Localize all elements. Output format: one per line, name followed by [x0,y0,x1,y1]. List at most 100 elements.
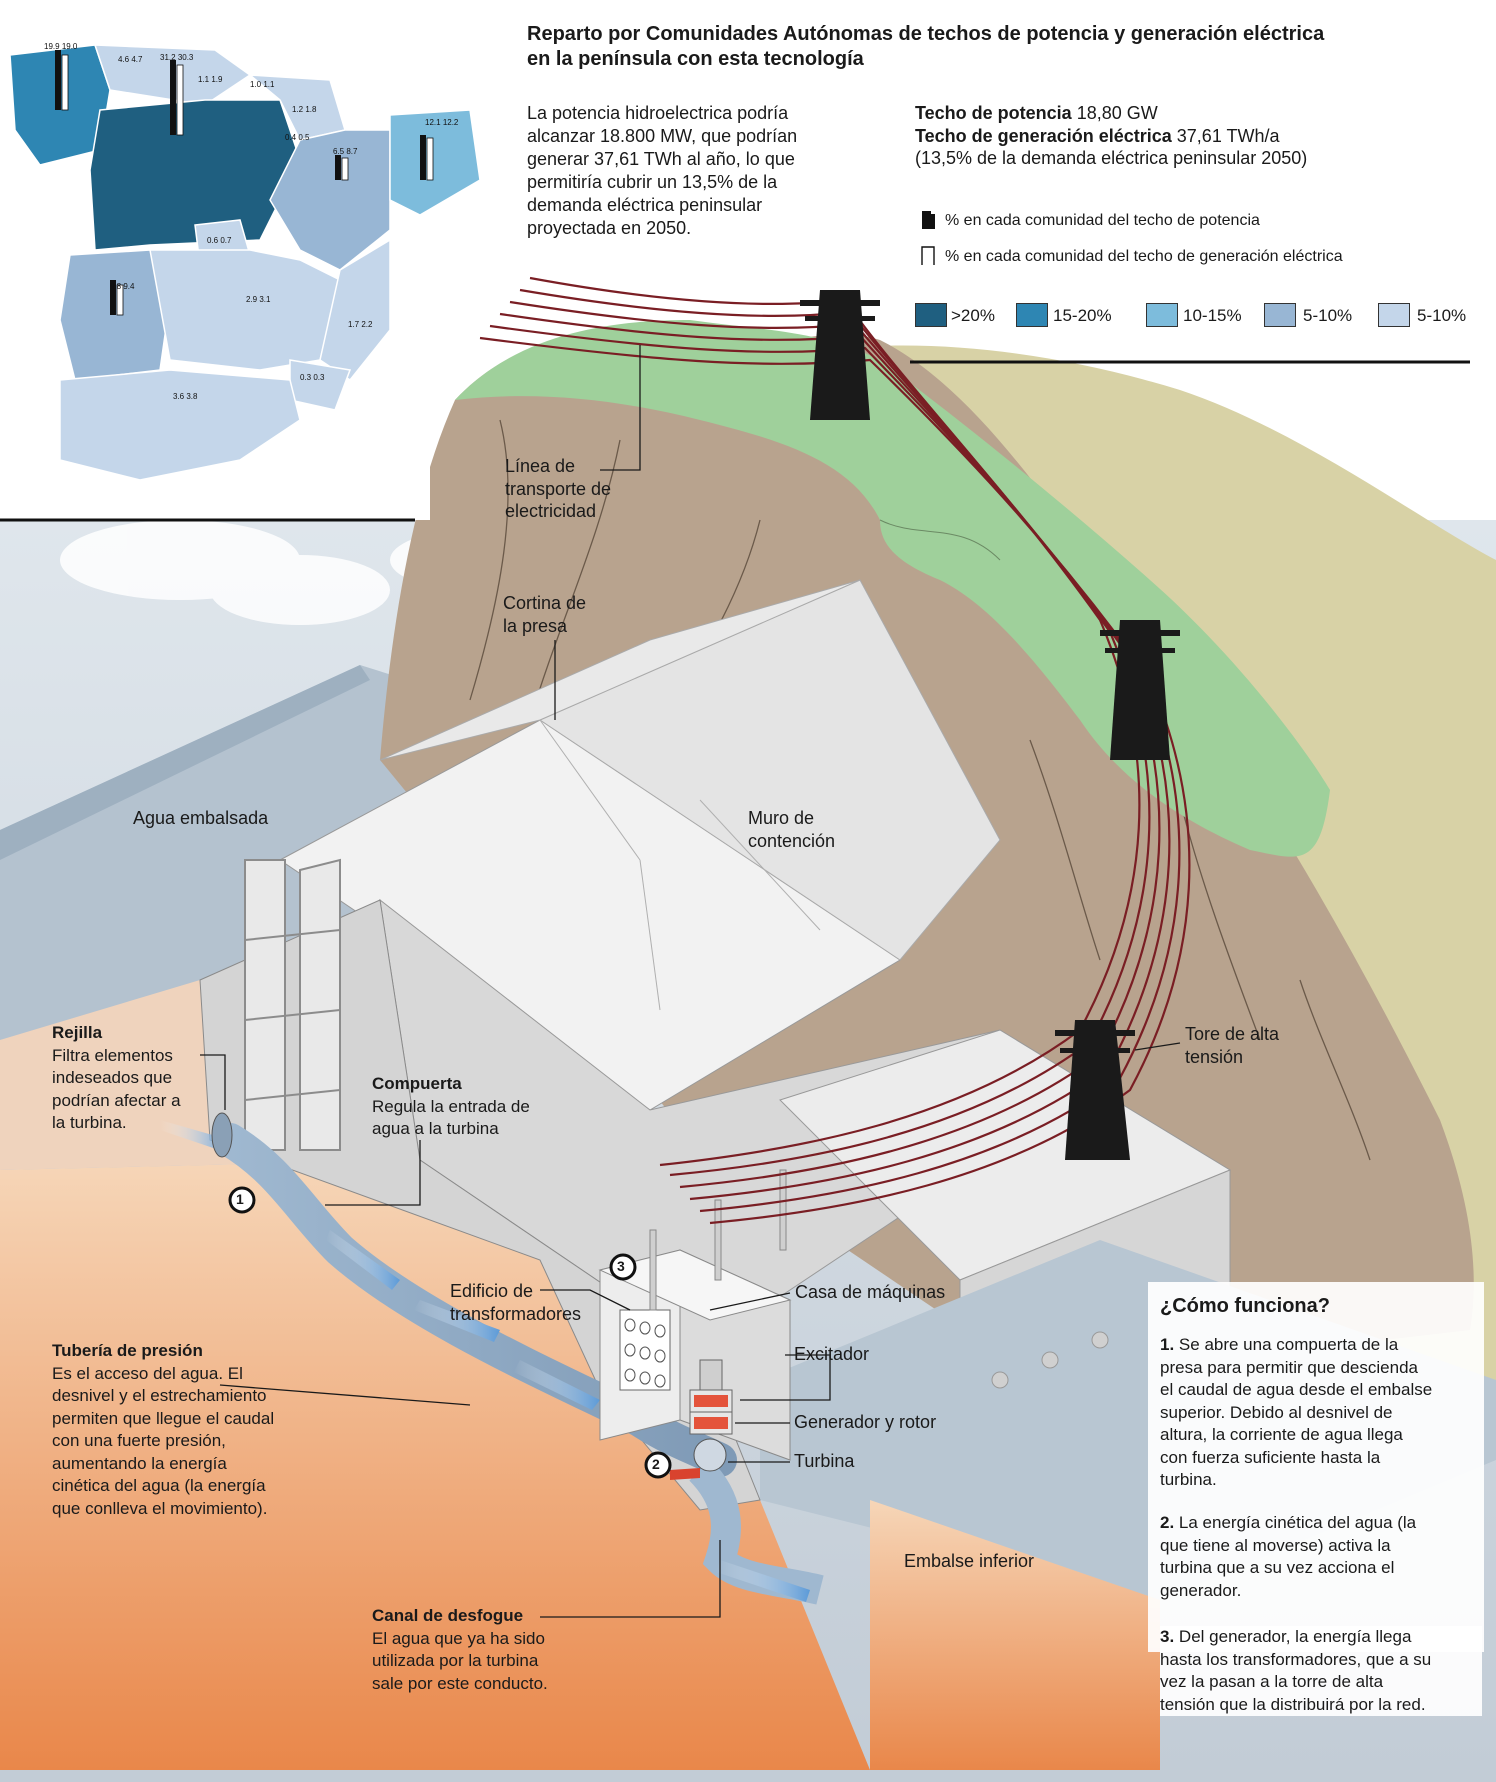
map-value: 4.6 4.7 [118,55,143,64]
swatch-5-10-b-label: 5-10% [1417,306,1467,325]
map-value: 0.6 0.7 [207,236,232,245]
block-compuerta: Compuerta Regula la entrada de agua a la… [372,1073,572,1141]
block-canal: Canal de desfogue El agua que ya ha sido… [372,1605,592,1695]
ground-right [870,1500,1160,1770]
how-it-works-panel: ¿Cómo funciona? 1. Se abre una compuerta… [1148,1282,1484,1652]
map-value: 12.1 12.2 [425,118,459,127]
how-step-2: 2. La energía cinética del agua (la que … [1160,1512,1482,1602]
swatch-gt20 [915,303,947,327]
block-line: cinética del agua (la energía [52,1476,266,1495]
step-line: generador. [1160,1580,1242,1600]
step-line: que tiene al moverse) activa la [1160,1535,1391,1555]
label-agua-embalsada: Agua embalsada [133,808,269,828]
region-valencia [319,238,391,382]
dam-upper [379,579,861,761]
map-value: 0.3 0.3 [300,373,325,382]
map-value: 1.7 2.2 [348,320,373,329]
poles [649,1169,787,1311]
block-line: Filtra elementos [52,1045,173,1065]
legend-potencia-icon [922,211,935,229]
label-edificio: Edificio de transformadores [450,1280,581,1325]
step-number: 3. [1160,1627,1175,1646]
label-cortina: Cortina de la presa [503,592,586,637]
block-line: agua a la turbina [372,1119,499,1138]
grass-ridge [455,320,1330,857]
label-embalse-inferior: Embalse inferior [904,1551,1035,1571]
step-line: superior. Debido al desnivel de [1160,1402,1393,1422]
label-linea-transporte: Línea de transporte de electricidad [505,455,611,523]
page-title: Reparto por Comunidades Autónomas de tec… [527,22,1347,72]
powerhouse [598,1249,792,1480]
intro-line: proyectada en 2050. [527,218,692,238]
map-value: 1.1 1.9 [198,75,223,84]
clouds [60,335,1450,625]
block-tuberia-title: Tubería de presión [52,1341,203,1360]
title-line-1: Reparto por Comunidades Autónomas de tec… [527,23,1325,45]
block-canal-title: Canal de desfogue [372,1606,524,1625]
stat-generacion-value: 37,61 TWh/a [1176,125,1280,146]
step-line: turbina que a su vez acciona el [1160,1558,1395,1577]
label-generador: Generador y rotor [794,1412,937,1432]
marker-1-label: 1 [236,1191,244,1207]
block-tuberia: Tubería de presión Es el acceso del agua… [52,1340,322,1520]
label-line: la presa [503,615,568,636]
step-line: 1. Se abre una compuerta de la [1160,1334,1482,1357]
legend-generacion-icon [921,246,935,265]
stat-potencia-label: Techo de potencia [915,103,1072,123]
block-line: indeseados que [52,1068,173,1087]
block-line: utilizada por la turbina [372,1651,539,1670]
region-aragon [269,129,391,271]
step-line: vez la pasan a la torre de alta [1160,1672,1384,1691]
block-line: desnivel y el estrechamiento [52,1386,267,1405]
region-castilla-leon [89,99,301,251]
legend-generacion-label: % en cada comunidad del techo de generac… [945,248,1343,265]
swatch-15-20 [1016,303,1048,327]
step-line: turbina. [1160,1470,1217,1489]
swatch-gt20-label: >20% [951,306,995,325]
label-excitador: Excitador [794,1344,870,1364]
label-casa-maquinas: Casa de máquinas [795,1282,946,1302]
label-line: Línea de [505,456,576,476]
block-line: con una fuerte presión, [52,1431,226,1450]
stat-generacion: Techo de generación eléctrica 37,61 TWh/… [915,125,1455,148]
step-number: 1. [1160,1335,1175,1354]
step-number: 2. [1160,1513,1175,1532]
block-line: aumentando la energía [52,1453,227,1473]
legend-potencia-label: % en cada comunidad del techo de potenci… [945,212,1260,229]
intro-text: La potencia hidroelectrica podría alcanz… [527,102,827,240]
stat-note: (13,5% de la demanda eléctrica peninsula… [915,148,1308,168]
swatch-10-15-label: 10-15% [1183,306,1242,325]
how-step-1: 1. Se abre una compuerta de la presa par… [1160,1334,1482,1492]
marker-3 [609,1253,637,1281]
stat-potencia: Techo de potencia 18,80 GW [915,102,1455,125]
map-value: 9.8 9.4 [110,282,135,291]
step-line: con fuerza suficiente hasta la [1160,1447,1381,1467]
marker-2-label: 2 [652,1456,660,1472]
region-andalucia [59,369,301,481]
label-turbina: Turbina [794,1451,855,1471]
map-bars [55,50,434,316]
intro-line: La potencia hidroelectrica podría [527,103,789,123]
block-rejilla: Rejilla Filtra elementos indeseados que … [52,1022,252,1135]
pylon-middle [1100,620,1180,760]
how-title: ¿Cómo funciona? [1160,1295,1330,1317]
region-castilla-mancha [149,249,341,371]
marker-1 [228,1186,256,1214]
title-line-2: en la península con esta tecnología [527,48,864,70]
swatch-5-10-b [1378,303,1410,327]
map-value: 3.6 3.8 [173,392,198,401]
block-rejilla-title: Rejilla [52,1023,103,1042]
block-line: podrían afectar a [52,1090,181,1110]
step-line: hasta los transformadores, que a su [1160,1649,1432,1669]
marker-2 [644,1451,672,1479]
swatch-10-15 [1146,303,1178,327]
block-line: El agua que ya ha sido [372,1628,545,1648]
spain-map [0,0,481,520]
block-line: sale por este conducto. [372,1673,548,1693]
step-text: La energía cinética del agua (la [1178,1513,1417,1532]
block-line: permiten que llegue el caudal [52,1408,275,1428]
stat-potencia-value: 18,80 GW [1076,103,1158,123]
step-line: altura, la corriente de agua llega [1160,1425,1403,1444]
